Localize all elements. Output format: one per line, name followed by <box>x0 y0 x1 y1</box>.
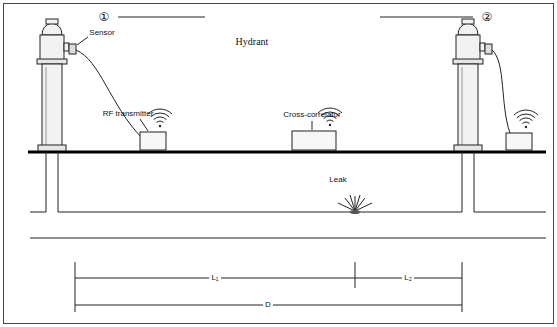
frame <box>4 4 554 324</box>
title-label: Hydrant <box>236 37 269 47</box>
dimension-label: L₁ <box>209 274 220 282</box>
callout-number: ② <box>482 11 493 23</box>
dimension-label: L₂ <box>402 274 414 282</box>
part-label: Leak <box>329 176 346 184</box>
callout-number: ① <box>99 11 110 23</box>
dimension-label: D <box>263 301 273 309</box>
part-label: RF transmitter <box>103 110 154 118</box>
part-label: Sensor <box>89 29 114 37</box>
part-label: Cross-correlator <box>283 111 340 119</box>
